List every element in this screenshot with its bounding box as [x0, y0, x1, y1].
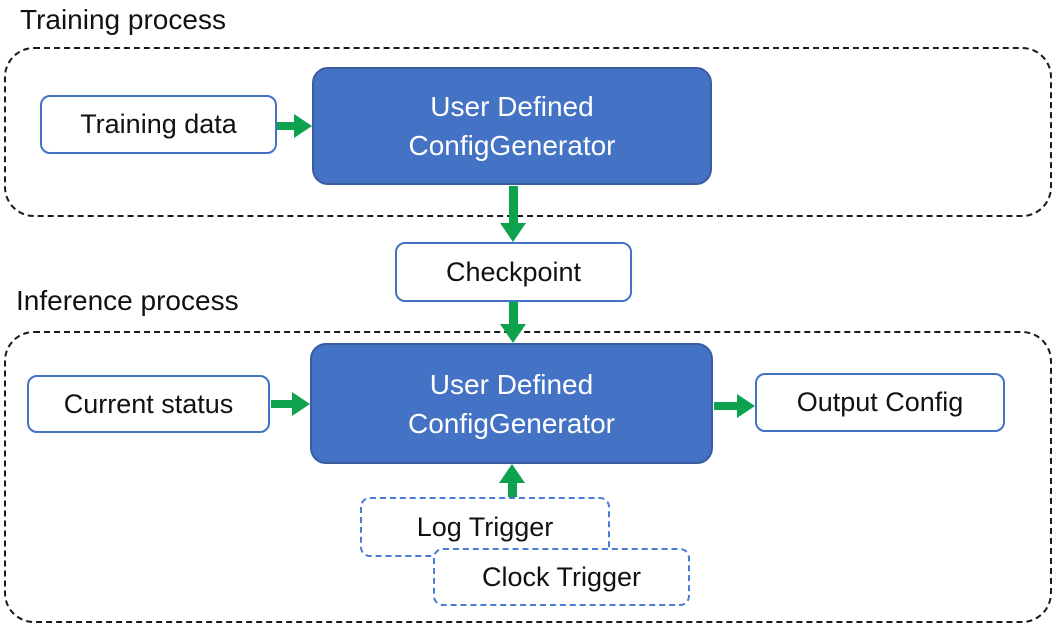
- current-status-label: Current status: [63, 388, 234, 419]
- arrow-shaft: [508, 302, 518, 324]
- training-data-node: Training data: [40, 95, 277, 154]
- training-config-generator-line2: ConfigGenerator: [408, 130, 616, 161]
- clock-trigger-label: Clock Trigger: [481, 561, 642, 592]
- inference-process-container: [4, 331, 1052, 623]
- inference-config-generator-line1: User Defined: [429, 368, 594, 400]
- arrow-shaft: [277, 122, 294, 130]
- arrow-shaft: [714, 402, 737, 410]
- checkpoint-node: Checkpoint: [395, 242, 632, 302]
- log-trigger-label: Log Trigger: [416, 511, 554, 542]
- arrow-head-icon: [500, 324, 526, 343]
- arrow-head-icon: [737, 394, 755, 418]
- arrow-generator-to-checkpoint: [500, 186, 526, 242]
- clock-trigger-node: Clock Trigger: [433, 548, 690, 606]
- inference-config-generator-line2: ConfigGenerator: [407, 407, 615, 439]
- inference-process-label: Inference process: [16, 285, 239, 316]
- output-config-label: Output Config: [796, 387, 964, 417]
- arrow-training-data-to-generator: [277, 114, 312, 138]
- arrow-generator-to-output-config: [714, 394, 755, 418]
- arrow-triggers-to-generator: [499, 464, 525, 497]
- training-data-label: Training data: [80, 109, 237, 139]
- arrow-checkpoint-to-inference-generator: [500, 302, 526, 343]
- current-status-node: Current status: [27, 375, 270, 433]
- training-process-container: [4, 47, 1052, 217]
- arrow-shaft: [507, 483, 517, 497]
- training-process-label: Training process: [20, 4, 226, 35]
- arrow-head-icon: [294, 114, 312, 138]
- arrow-head-icon: [500, 223, 526, 242]
- inference-config-generator-node: User Defined ConfigGenerator: [310, 343, 713, 464]
- training-config-generator-line1: User Defined: [430, 91, 594, 122]
- arrow-current-status-to-generator: [271, 392, 310, 416]
- arrow-shaft: [271, 400, 292, 408]
- training-config-generator-node: User Defined ConfigGenerator: [312, 67, 712, 185]
- arrow-head-icon: [499, 464, 525, 483]
- arrow-head-icon: [292, 392, 310, 416]
- log-trigger-node: Log Trigger: [360, 497, 610, 557]
- checkpoint-label: Checkpoint: [445, 256, 582, 287]
- arrow-shaft: [508, 186, 518, 223]
- output-config-node: Output Config: [755, 373, 1005, 432]
